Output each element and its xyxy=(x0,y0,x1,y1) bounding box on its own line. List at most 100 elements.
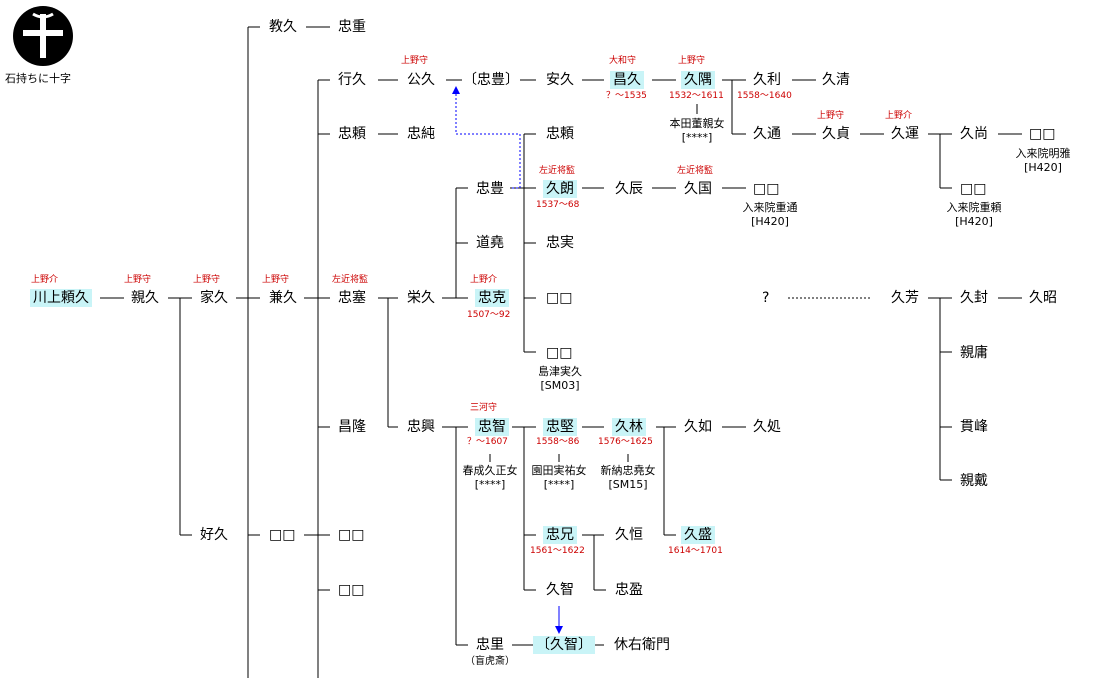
lifespan: ？～1535 xyxy=(606,91,647,101)
person-hisaakira: 久朗 xyxy=(543,180,577,198)
title-label: 上野守 xyxy=(262,275,290,285)
person-unknown-box: □□ xyxy=(338,527,365,543)
title-label: 上野守 xyxy=(193,275,221,285)
person-unknown-box: □□ xyxy=(546,290,573,306)
person-hisayuki-2: 久如 xyxy=(684,419,712,435)
lifespan: 1576～1625 xyxy=(598,437,653,447)
person-unknown-box: □□ xyxy=(753,181,780,197)
lifespan: ？～1607 xyxy=(467,437,508,447)
spouse-ref: [H420] xyxy=(751,215,789,228)
spouse-name: 入来院重通 xyxy=(742,201,798,214)
lifespan: 1558～1640 xyxy=(737,91,792,101)
person-tadakatsu: 忠克 xyxy=(475,289,509,307)
person-hisayoshi: 久芳 xyxy=(891,290,919,306)
title-label: 上野介 xyxy=(31,275,59,285)
title-label: 大和守 xyxy=(609,56,637,66)
person-hisamichi: 久通 xyxy=(753,126,781,142)
person-tadasato: 忠里 xyxy=(476,637,504,653)
person-tadafusa: 忠塞 xyxy=(338,290,366,306)
lifespan: 1561～1622 xyxy=(530,546,585,556)
person-tadayori: 忠頼 xyxy=(338,126,366,142)
spouse-ref: [SM15] xyxy=(608,478,648,491)
person-tadaoki: 忠興 xyxy=(407,419,435,435)
alias-note: （盲虎斎） xyxy=(465,656,515,667)
person-chikayasu: 親庸 xyxy=(960,345,988,361)
person-hisatomo: 久智 xyxy=(546,582,574,598)
title-label: 左近将監 xyxy=(332,275,369,285)
title-label: 三河守 xyxy=(470,403,498,413)
spouse-ref: [****] xyxy=(681,131,713,144)
person-yasuhisa: 安久 xyxy=(546,72,574,88)
person-munehisa: 栄久 xyxy=(407,290,435,306)
person-hisasumi: 久隅 xyxy=(681,71,715,89)
lifespan: 1537～68 xyxy=(536,200,580,210)
cross-in-circle-crest-icon xyxy=(13,6,73,66)
title-label: 左近将監 xyxy=(677,166,714,176)
person-unknown-box: □□ xyxy=(338,582,365,598)
title-label: 上野守 xyxy=(401,56,429,66)
person-tadazane: 忠実 xyxy=(546,235,574,251)
spouse-name: 園田実祐女 xyxy=(531,464,587,477)
person-hisayuki: 久運 xyxy=(891,126,919,142)
person-tadamitsu: 忠兄 xyxy=(543,526,577,544)
lifespan: 1558～86 xyxy=(536,437,580,447)
person-unknown-box: □□ xyxy=(546,345,573,361)
person-hisatsune: 久恒 xyxy=(615,527,643,543)
person-hisatoki: 久辰 xyxy=(615,181,643,197)
person-hisashige: 久林 xyxy=(612,418,646,436)
spouse-name: 春成久正女 xyxy=(462,464,518,477)
person-unknown-box: □□ xyxy=(1029,126,1056,142)
person-hisakado: 久封 xyxy=(960,290,988,306)
person-unknown-box: □□ xyxy=(269,527,296,543)
title-label: 上野守 xyxy=(124,275,152,285)
person-kanehisa: 兼久 xyxy=(269,290,297,306)
person-hisaaki: 久昭 xyxy=(1029,290,1057,306)
spouse-name: 本田董親女 xyxy=(669,117,725,130)
spouse-name: 入来院明雅 xyxy=(1015,147,1071,160)
person-kanmine: 貫峰 xyxy=(960,419,988,435)
person-kawakami-yorihisa: 川上頼久 xyxy=(30,289,92,307)
person-tadakata: 忠堅 xyxy=(543,418,577,436)
spouse-ref: [****] xyxy=(474,478,506,491)
person-hisasada: 久貞 xyxy=(822,126,850,142)
person-hisakuni: 久国 xyxy=(684,181,712,197)
lifespan: 1614～1701 xyxy=(668,546,723,556)
title-label: 上野介 xyxy=(885,111,913,121)
person-tadamitsu-2: 忠盈 xyxy=(615,582,643,598)
person-tadatomo: 忠智 xyxy=(475,418,509,436)
title-label: 上野守 xyxy=(817,111,845,121)
spouse-ref: [SM03] xyxy=(540,379,580,392)
person-masahisa: 昌久 xyxy=(610,71,644,89)
spouse-name: 島津実久 xyxy=(538,365,582,378)
person-yukihisa: 行久 xyxy=(338,72,366,88)
person-kyuuemon: 休右衛門 xyxy=(614,637,670,653)
person-norihisa: 教久 xyxy=(269,19,297,35)
spouse-name: 入来院重頼 xyxy=(946,201,1002,214)
person-tadatoyo-bracket: 〔忠豊〕 xyxy=(463,72,519,88)
person-hisatoshi: 久利 xyxy=(753,72,781,88)
person-hisatomo-bracket: 〔久智〕 xyxy=(533,636,595,654)
spouse-ref: [****] xyxy=(543,478,575,491)
person-hisanao: 久尚 xyxy=(960,126,988,142)
person-hisakiyo: 久清 xyxy=(822,72,850,88)
title-label: 上野守 xyxy=(678,56,706,66)
person-yoshihisa: 好久 xyxy=(200,527,228,543)
spouse-ref: [H420] xyxy=(955,215,993,228)
person-hisasho: 久処 xyxy=(753,419,781,435)
person-tadayori-2: 忠頼 xyxy=(546,126,574,142)
person-tadatoyo: 忠豊 xyxy=(476,181,504,197)
lifespan: 1532～1611 xyxy=(669,91,724,101)
spouse-ref: [H420] xyxy=(1024,161,1062,174)
title-label: 左近将監 xyxy=(539,166,576,176)
person-hisamori: 久盛 xyxy=(681,526,715,544)
lifespan: 1507～92 xyxy=(467,310,511,320)
person-unknown-box: □□ xyxy=(960,181,987,197)
person-chikatai: 親戴 xyxy=(960,473,988,489)
crest-label: 石持ちに十字 xyxy=(5,72,71,85)
person-tadazumi: 忠純 xyxy=(407,126,435,142)
person-iehisa: 家久 xyxy=(200,290,228,306)
title-label: 上野介 xyxy=(470,275,498,285)
person-chikahisa: 親久 xyxy=(131,290,159,306)
